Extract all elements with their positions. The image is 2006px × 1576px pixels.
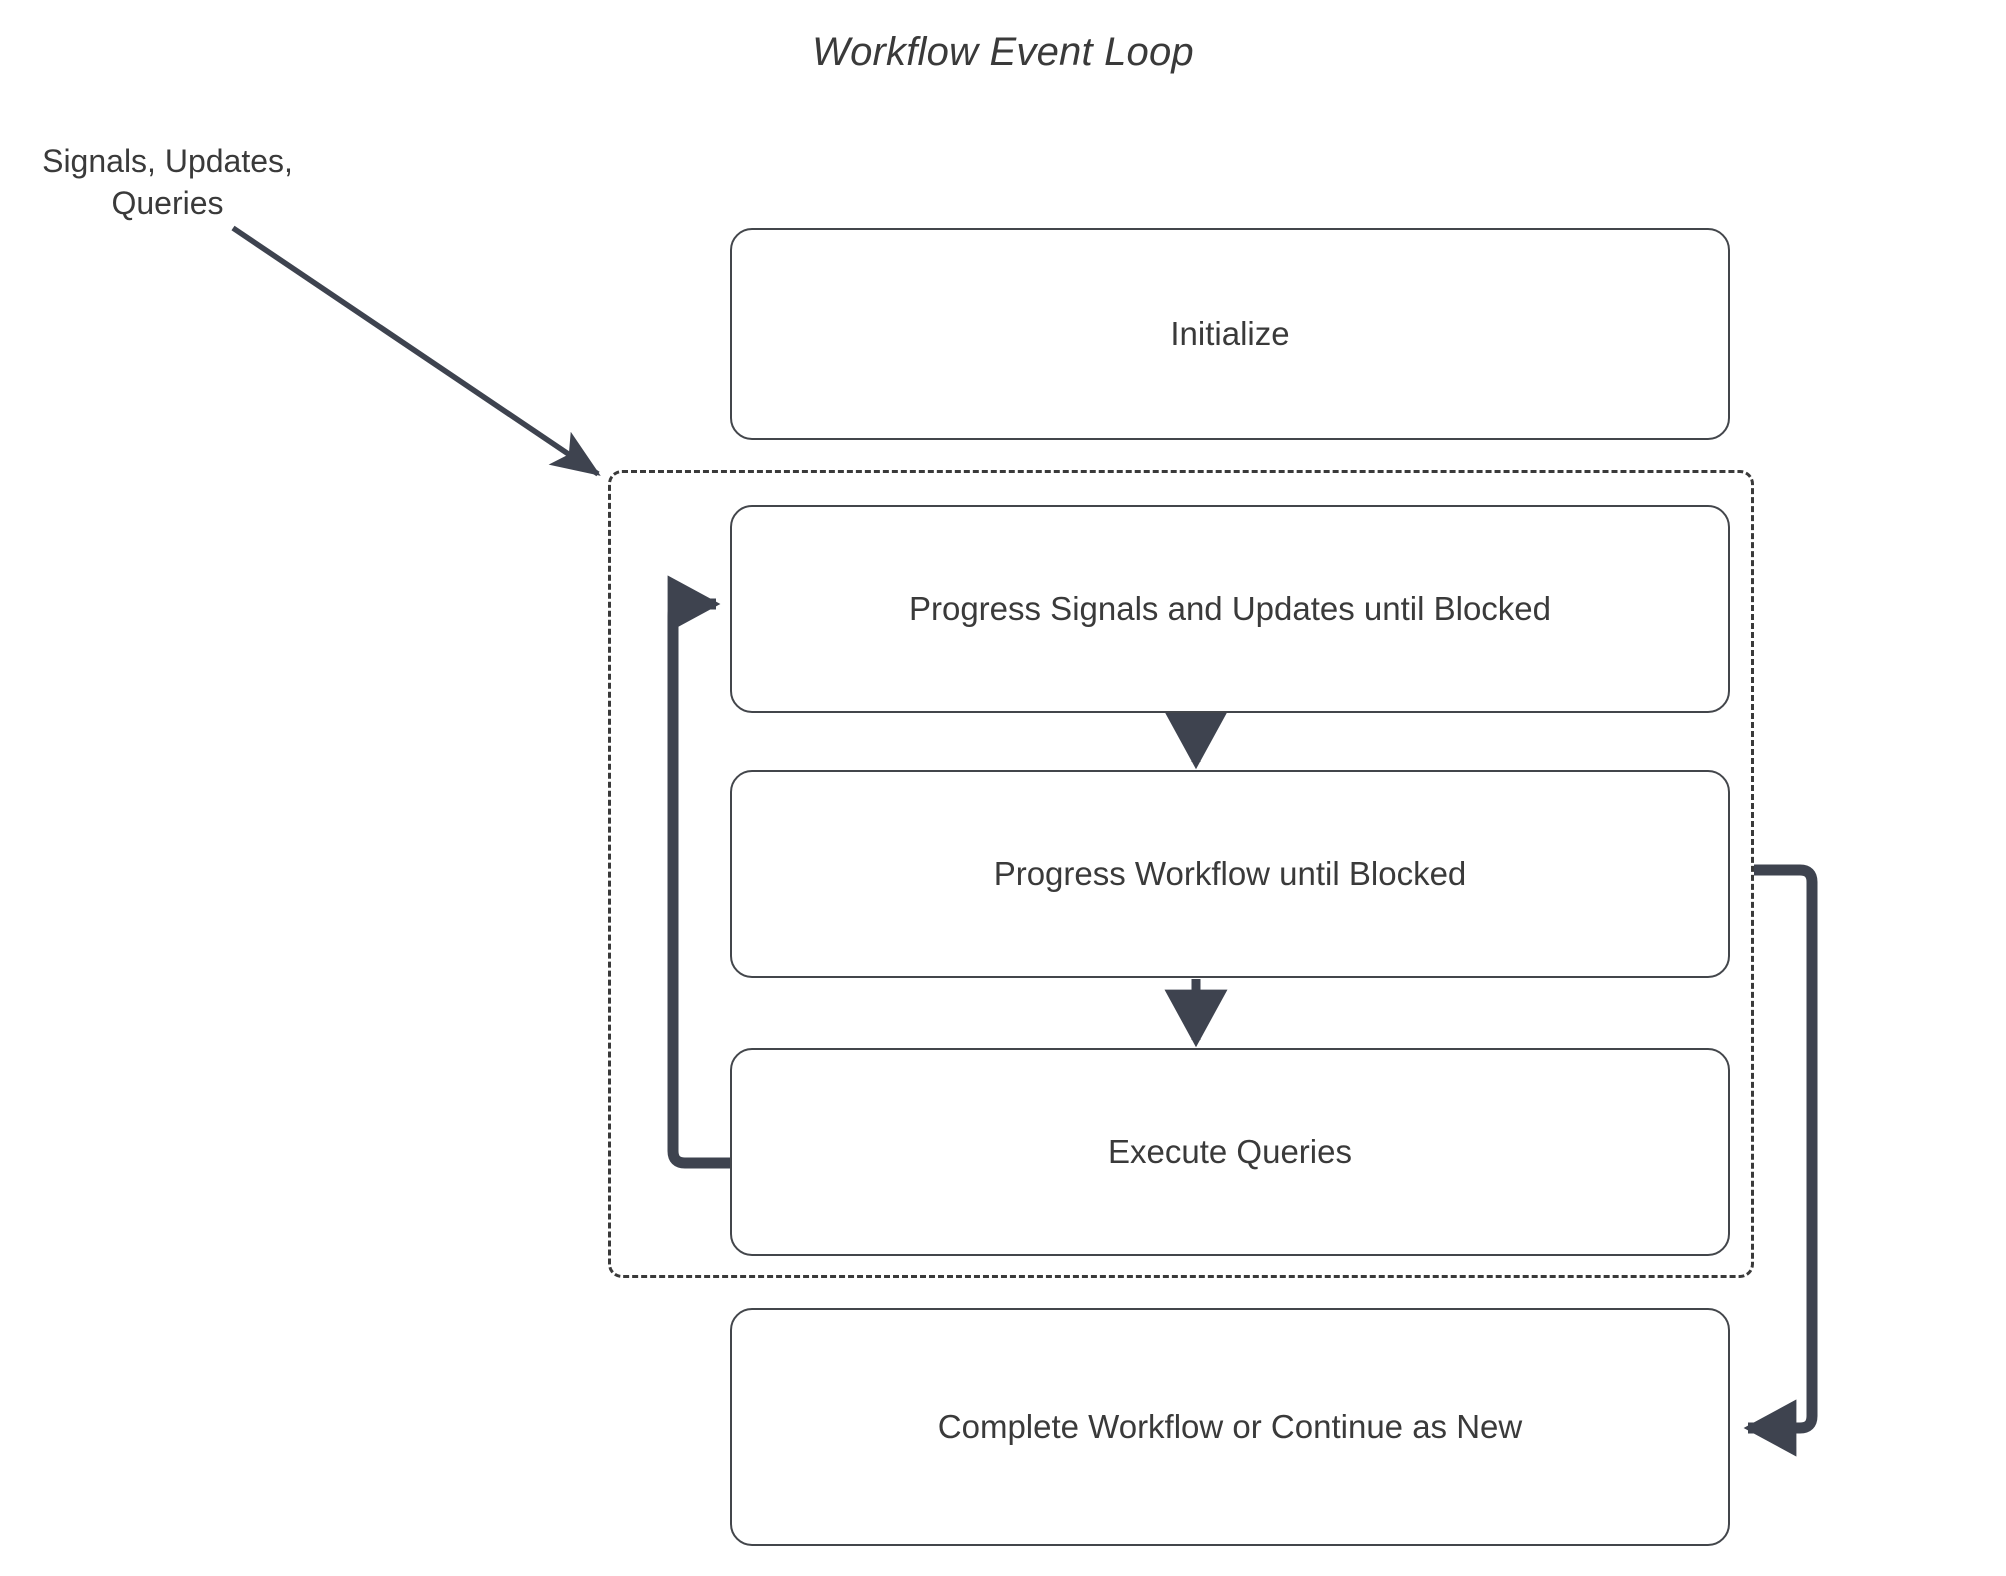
node-progress-signals[interactable]: Progress Signals and Updates until Block… xyxy=(730,505,1730,713)
event-loop-group-container xyxy=(608,470,1754,1278)
external-label-signals-updates-queries: Signals, Updates, Queries xyxy=(42,143,293,221)
edge-signals-to-group-line xyxy=(231,225,601,477)
node-progress-signals-label: Progress Signals and Updates until Block… xyxy=(908,590,1552,627)
node-complete-workflow[interactable]: Complete Workflow or Continue as New xyxy=(730,1308,1730,1546)
node-initialize[interactable]: Initialize xyxy=(730,228,1730,440)
node-initialize-label: Initialize xyxy=(1170,315,1290,352)
node-execute-queries[interactable]: Execute Queries xyxy=(730,1048,1730,1256)
node-progress-workflow-label: Progress Workflow until Blocked xyxy=(993,855,1467,892)
edge-group-to-complete-path xyxy=(1743,864,1818,1457)
node-complete-workflow-label: Complete Workflow or Continue as New xyxy=(937,1408,1523,1445)
node-progress-workflow[interactable]: Progress Workflow until Blocked xyxy=(730,770,1730,978)
page-title: Workflow Event Loop xyxy=(812,30,1194,74)
node-execute-queries-label: Execute Queries xyxy=(1108,1133,1352,1170)
